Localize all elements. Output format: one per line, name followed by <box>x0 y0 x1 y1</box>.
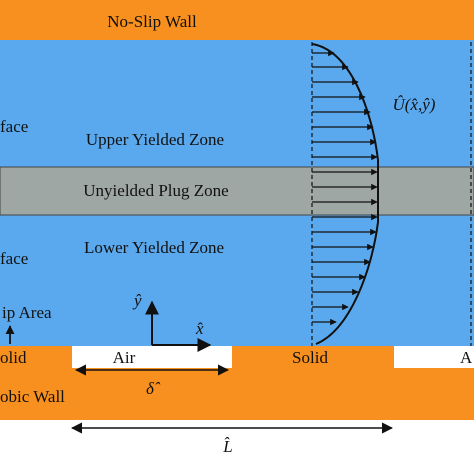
velocity-label: Û(x̂,ŷ) <box>393 95 436 114</box>
upper-zone-label: Upper Yielded Zone <box>86 130 224 149</box>
slip-area-label: ip Area <box>2 303 52 322</box>
air-gap-right <box>394 346 474 368</box>
interface-lower-label: face <box>0 249 28 268</box>
period-label: L̂ <box>222 437 232 456</box>
air-gap-left <box>72 346 232 368</box>
x-axis-label: x̂ <box>195 319 204 338</box>
top-wall-label: No-Slip Wall <box>107 12 197 31</box>
plug-zone-band <box>0 166 474 216</box>
top-wall <box>0 0 474 40</box>
lower-zone-label: Lower Yielded Zone <box>84 238 224 257</box>
interface-upper-label: face <box>0 117 28 136</box>
solid-mid-label: Solid <box>292 348 328 367</box>
plug-zone-label: Unyielded Plug Zone <box>83 181 228 200</box>
y-axis-label: ŷ <box>132 291 142 310</box>
velocity-arrows <box>312 49 378 326</box>
air-left-label: Air <box>113 348 136 367</box>
bottom-wall-label: obic Wall <box>0 387 65 406</box>
air-right-label: A <box>460 348 473 367</box>
solid-left-label: olid <box>0 348 27 367</box>
